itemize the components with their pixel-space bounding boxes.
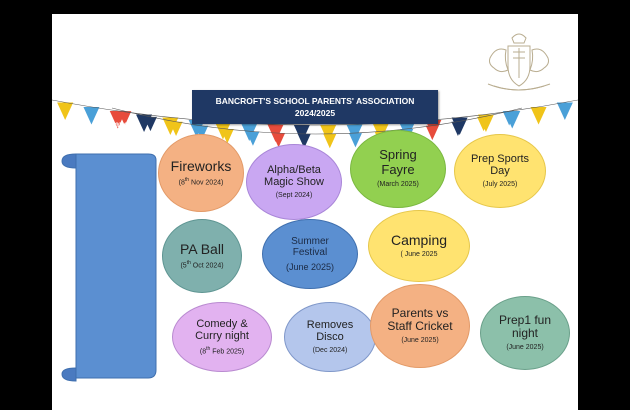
event-date: (June 2025) xyxy=(285,261,335,272)
bunting-flag xyxy=(57,102,74,121)
event-date: (Sept 2024) xyxy=(275,191,313,199)
banner-title: BANCROFT'S SCHOOL PARENTS' ASSOCIATION xyxy=(215,96,415,106)
event-parents-vs-staff-cricket: Parents vs Staff Cricket (June 2025) xyxy=(370,284,470,368)
bunting-flag xyxy=(530,106,547,125)
event-title: Spring Fayre xyxy=(379,147,417,178)
bunting-flag xyxy=(297,133,311,149)
event-date: (June 2025) xyxy=(401,337,439,345)
event-title: Removes Disco xyxy=(306,318,354,344)
event-date: (8th Feb 2025) xyxy=(199,345,245,356)
bunting-flag xyxy=(451,121,465,137)
event-date: (July 2025) xyxy=(482,180,518,188)
event-title: Prep1 fun night xyxy=(498,312,552,341)
event-date: (5th Oct 2024) xyxy=(180,260,224,270)
event-title: Parents vs Staff Cricket xyxy=(387,305,453,334)
event-fireworks: Fireworks (8th Nov 2024) xyxy=(158,134,244,212)
bunting-flag xyxy=(323,133,337,149)
event-title: Comedy & Curry night xyxy=(195,317,249,343)
scroll-line-2: ORGANSIED xyxy=(87,133,137,142)
bunting-flag xyxy=(118,111,132,126)
association-banner: BANCROFT'S SCHOOL PARENTS' ASSOCIATION 2… xyxy=(192,90,438,124)
bunting-flag xyxy=(220,129,234,144)
event-date: ( June 2025 xyxy=(400,251,438,259)
bunting-decoration xyxy=(52,99,578,149)
scroll-text: We have ORGANSIED xyxy=(74,118,150,144)
school-crest-icon xyxy=(487,33,551,91)
event-title: PA Ball xyxy=(179,241,225,258)
event-date: (March 2025) xyxy=(377,181,419,189)
bunting-flag xyxy=(143,116,157,132)
bunting-flag xyxy=(195,125,209,141)
event-title: Alpha/Beta Magic Show xyxy=(264,163,324,189)
event-date: (8th Nov 2024) xyxy=(178,177,224,187)
event-alpha-beta: Alpha/Beta Magic Show (Sept 2024) xyxy=(246,144,342,220)
event-pa-ball: PA Ball (5th Oct 2024) xyxy=(162,219,242,293)
bunting-flag xyxy=(272,133,286,148)
bunting-flag xyxy=(556,102,573,121)
event-date: (Dec 2024) xyxy=(312,346,348,354)
slide: BANCROFT'S SCHOOL PARENTS' ASSOCIATION 2… xyxy=(52,14,578,410)
event-prep-sports-day: Prep Sports Day (July 2025) xyxy=(454,134,546,208)
bunting-flag xyxy=(425,125,439,141)
bunting-flag xyxy=(169,121,183,137)
bunting-flag xyxy=(348,133,362,148)
bunting-flag xyxy=(246,131,260,146)
bunting-flag xyxy=(83,106,100,125)
event-title: Prep Sports Day xyxy=(470,152,530,178)
event-date: (June 2025) xyxy=(506,344,544,352)
event-title: Camping xyxy=(390,232,448,249)
banner-year: 2024/2025 xyxy=(294,108,336,118)
event-title: Fireworks xyxy=(170,158,232,175)
event-prep1-fun-night: Prep1 fun night (June 2025) xyxy=(480,296,570,370)
event-spring-fayre: Spring Fayre (March 2025) xyxy=(350,130,446,208)
event-removes-disco: Removes Disco (Dec 2024) xyxy=(284,302,376,372)
scroll-line-1: We have xyxy=(95,120,129,129)
scroll-shape xyxy=(61,153,157,382)
event-title: Summer Festival xyxy=(291,235,329,259)
bunting-flag xyxy=(502,111,516,126)
event-camping: Camping ( June 2025 xyxy=(368,210,470,282)
bunting-flag xyxy=(477,116,491,132)
event-summer-festival: Summer Festival (June 2025) xyxy=(262,219,358,289)
event-comedy-curry: Comedy & Curry night (8th Feb 2025) xyxy=(172,302,272,372)
